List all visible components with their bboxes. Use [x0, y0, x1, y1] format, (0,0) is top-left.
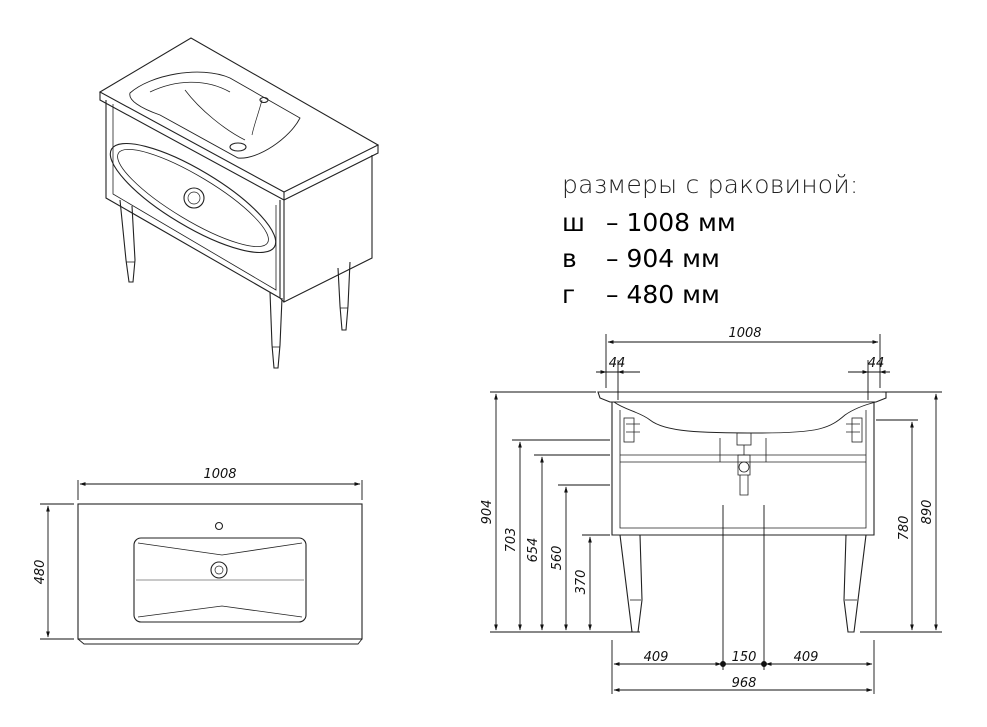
spec-key: в	[562, 244, 577, 273]
height-890-label: 890	[920, 500, 935, 525]
spec-key: г	[562, 280, 576, 309]
spec-value: – 1008 мм	[606, 208, 736, 237]
height-654-label: 654	[526, 538, 541, 563]
height-370-label: 370	[574, 570, 589, 595]
height-560-label: 560	[550, 546, 565, 571]
bottom-409-right-label: 409	[794, 650, 819, 665]
spec-row-width: ш – 1008 мм	[562, 208, 736, 237]
spec-row-depth: г – 480 мм	[562, 280, 720, 309]
top-depth-label: 480	[33, 560, 48, 585]
bottom-150-label: 150	[732, 650, 757, 665]
spec-key: ш	[562, 208, 585, 237]
spec-value: – 480 мм	[606, 280, 720, 309]
height-904-label: 904	[480, 500, 495, 525]
isometric-view	[98, 37, 380, 369]
top-view-dimensions	[40, 480, 363, 640]
front-offset-left-label: 44	[609, 356, 626, 371]
height-780-label: 780	[897, 516, 912, 541]
height-703-label: 703	[504, 528, 519, 553]
front-offset-right-label: 44	[868, 356, 885, 371]
specs-title: размеры с раковиной:	[562, 170, 859, 199]
spec-value: – 904 мм	[606, 244, 720, 273]
top-width-label: 1008	[203, 467, 236, 482]
top-view	[77, 503, 363, 645]
bottom-968-label: 968	[732, 676, 757, 691]
spec-row-height: в – 904 мм	[562, 244, 720, 273]
front-width-label: 1008	[728, 326, 761, 341]
front-view	[597, 391, 887, 633]
bottom-409-left-label: 409	[644, 650, 669, 665]
front-view-dimensions	[490, 334, 942, 694]
